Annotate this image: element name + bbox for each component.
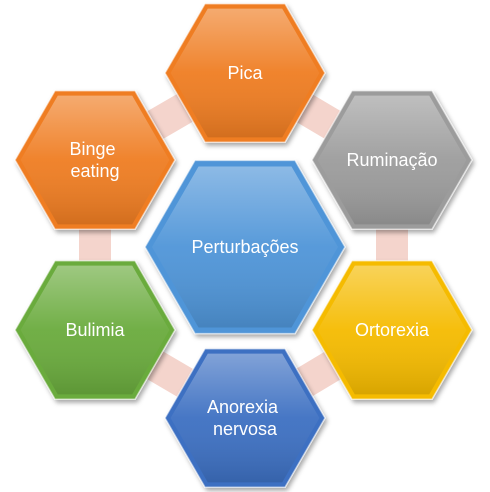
- hexagon-pica-label: Pica: [227, 63, 263, 83]
- hexagon-binge-eating: Binge eating: [14, 89, 176, 231]
- hexagon-center-gloss: [152, 166, 338, 328]
- hexagon-bulimia: Bulimia: [14, 259, 176, 401]
- hexagon-center-label-line-1: Perturbações: [191, 237, 298, 257]
- hexagon-ruminacao-gloss: [317, 95, 467, 225]
- hexagon-pica-label-line-1: Pica: [227, 63, 263, 83]
- hexagon-bulimia-label-line-1: Bulimia: [65, 320, 125, 340]
- hexagon-ruminacao: Ruminação: [311, 89, 473, 231]
- hexagon-binge-eating-label: Binge eating: [69, 139, 120, 181]
- hexagon-ruminacao-label-line-1: Ruminação: [346, 150, 437, 170]
- hexagon-anorexia-gloss: [170, 353, 320, 483]
- hexagon-ortorexia-label: Ortorexia: [355, 320, 430, 340]
- hexagon-bulimia-gloss: [20, 265, 170, 395]
- hexagon-bulimia-label: Bulimia: [65, 320, 125, 340]
- hexagon-center-label: Perturbações: [191, 237, 298, 257]
- hexagon-pica-gloss: [170, 8, 320, 138]
- hexagon-center: Perturbações: [144, 159, 346, 335]
- hexagon-anorexia-label-line-1: Anorexia: [207, 397, 279, 417]
- hexagon-anorexia: Anorexia nervosa: [164, 347, 326, 489]
- hexagon-ruminacao-label: Ruminação: [346, 150, 437, 170]
- hexagon-ortorexia: Ortorexia: [311, 259, 473, 401]
- hexagon-binge-eating-label-line-2: eating: [70, 161, 119, 181]
- hexagon-binge-eating-label-line-1: Binge: [69, 139, 115, 159]
- hexagon-binge-eating-gloss: [20, 95, 170, 225]
- hexagon-anorexia-label-line-2: nervosa: [213, 419, 278, 439]
- hexagon-pica: Pica: [164, 2, 326, 144]
- hexagon-ortorexia-gloss: [317, 265, 467, 395]
- hexagon-ortorexia-label-line-1: Ortorexia: [355, 320, 430, 340]
- hexagon-anorexia-label: Anorexia nervosa: [207, 397, 283, 439]
